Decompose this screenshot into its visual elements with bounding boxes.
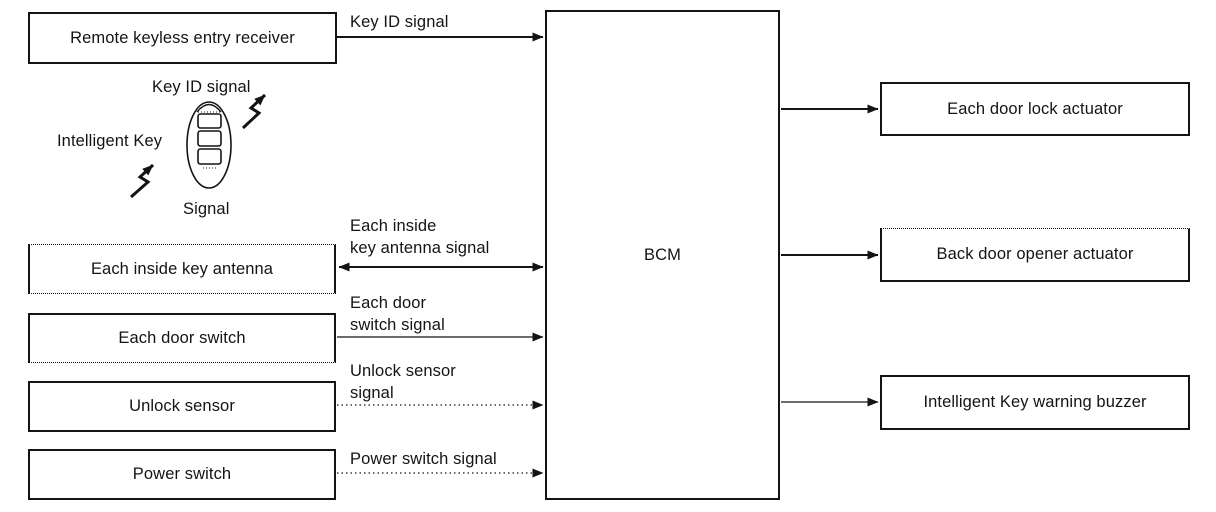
node-each-inside-key-antenna: Each inside key antenna [28,244,336,294]
signal-label-line: Each door [350,294,427,312]
signal-label-line: switch signal [350,316,445,334]
signal-label-door-switch: Each door switch signal [350,292,445,336]
node-back-door-opener-actuator: Back door opener actuator [880,228,1190,282]
signal-label-inside-key-antenna: Each inside key antenna signal [350,215,489,259]
key-fob-body [186,101,232,189]
signal-label-line: Unlock sensor [350,362,456,380]
signal-label-power-switch: Power switch signal [350,448,497,470]
key-fob-top-dome [196,103,222,113]
node-power-switch: Power switch [28,449,336,500]
key-fob-bottom-label: Signal [183,200,230,218]
signal-label-line: Key ID signal [350,13,449,31]
node-label: Unlock sensor [129,397,235,415]
key-fob-top-label: Key ID signal [152,78,251,96]
node-bcm: BCM [545,10,780,500]
signal-label-line: signal [350,384,394,402]
radio-wave-bolt-incoming [130,163,155,199]
node-remote-keyless-entry-receiver: Remote keyless entry receiver [28,12,337,64]
node-label: Each door switch [118,329,246,347]
radio-wave-bolt-outgoing [241,93,267,130]
signal-label-line: Power switch signal [350,450,497,468]
node-intelligent-key-warning-buzzer: Intelligent Key warning buzzer [880,375,1190,430]
node-label: Back door opener actuator [936,245,1134,263]
node-unlock-sensor: Unlock sensor [28,381,336,432]
signal-label-key-id: Key ID signal [350,11,449,33]
signal-label-line: Each inside [350,217,437,235]
node-label: Each door lock actuator [947,99,1123,118]
node-each-door-lock-actuator: Each door lock actuator [880,82,1190,136]
key-fob-button-2 [197,130,222,147]
node-label: Intelligent Key warning buzzer [923,393,1147,411]
node-each-door-switch: Each door switch [28,313,336,363]
key-fob-left-label: Intelligent Key [57,132,163,150]
key-fob-button-3 [197,148,222,165]
node-label: Remote keyless entry receiver [70,28,295,47]
node-label: BCM [644,245,681,264]
signal-label-line: key antenna signal [350,239,490,257]
key-fob-button-1 [197,113,222,129]
node-label: Each inside key antenna [90,259,274,278]
signal-label-unlock-sensor: Unlock sensor signal [350,360,456,404]
node-label: Power switch [132,465,232,483]
